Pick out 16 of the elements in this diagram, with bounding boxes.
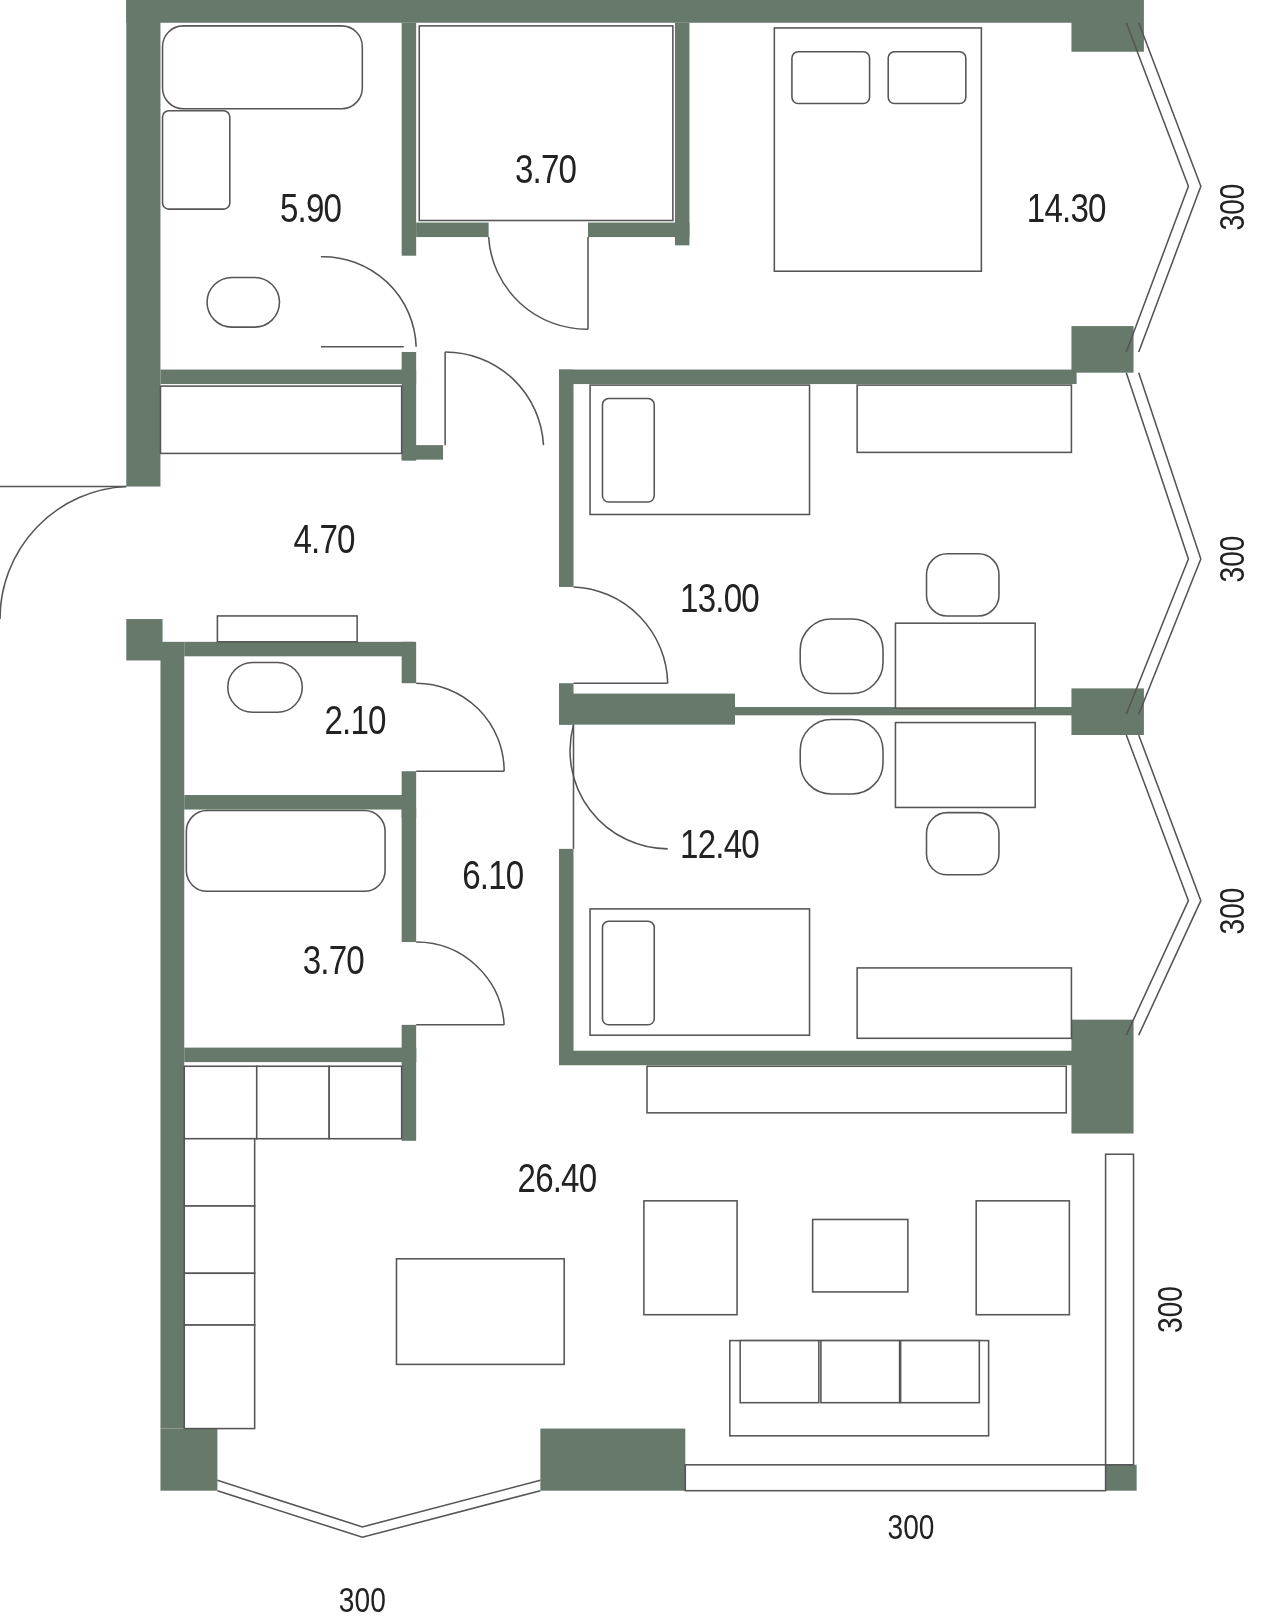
room-area-label: 13.00: [680, 576, 759, 618]
dimension-label: 300: [1152, 1286, 1188, 1333]
room-area-label: 12.40: [680, 823, 759, 865]
room-area-label: 4.70: [293, 517, 355, 559]
room-area-label: 5.90: [280, 186, 342, 228]
room-area-label: 6.10: [462, 854, 524, 896]
room-area-label: 14.30: [1026, 186, 1106, 228]
room-area-label: 2.10: [324, 698, 386, 741]
room-area-label: 3.70: [302, 938, 364, 981]
dimension-label: 300: [338, 1581, 386, 1617]
room-area-label: 26.40: [517, 1156, 597, 1198]
dimension-label: 300: [887, 1509, 935, 1545]
dimension-label: 300: [1214, 183, 1250, 231]
room-area-label: 3.70: [514, 148, 577, 190]
dimension-label: 300: [1214, 535, 1250, 583]
dimension-label: 300: [1214, 887, 1250, 935]
